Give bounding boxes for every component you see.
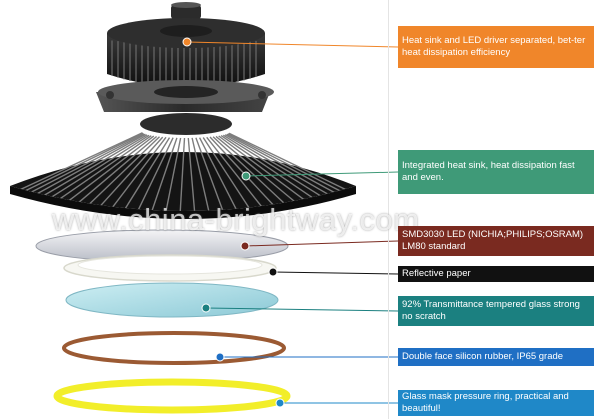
fin: [226, 133, 343, 198]
fin: [198, 137, 239, 213]
fin: [187, 137, 196, 215]
callout-text: SMD3030 LED (NICHIA;PHILIPS;OSRAM) LM80 …: [402, 229, 584, 252]
divider: [388, 0, 389, 419]
pressure-ring: [53, 378, 291, 414]
leader-dot: [240, 241, 250, 251]
leader-line: [205, 307, 399, 312]
callout-led: SMD3030 LED (NICHIA;PHILIPS;OSRAM) LM80 …: [398, 226, 594, 256]
driver-heat-sink: [107, 2, 265, 88]
fin: [224, 134, 337, 200]
fin: [150, 137, 178, 214]
leader-line: [272, 271, 399, 275]
reflective-paper-ring: [63, 254, 277, 282]
fin: [44, 134, 150, 202]
fin: [227, 133, 348, 195]
leader-lines: [182, 37, 399, 408]
fin: [218, 135, 312, 206]
fin: [84, 136, 160, 209]
fin: [37, 134, 148, 200]
callout-integrated-heat-sink: Integrated heat sink, heat dissipation f…: [398, 150, 594, 194]
fin: [73, 135, 158, 208]
fin: [53, 135, 152, 204]
callout-text: Reflective paper: [402, 268, 471, 279]
leader-dot: [201, 303, 211, 313]
fin: [179, 137, 186, 215]
fin: [206, 136, 266, 212]
fin: [19, 132, 143, 191]
fin: [136, 137, 174, 214]
callout-text: 92% Transmittance tempered glass strong …: [402, 299, 580, 322]
tempered-glass: [65, 282, 279, 318]
callout-tempered-glass: 92% Transmittance tempered glass strong …: [398, 296, 594, 326]
fin: [191, 137, 211, 214]
fin: [31, 133, 146, 198]
leader-line: [186, 41, 399, 48]
leader-dot: [182, 37, 192, 47]
callout-pressure-ring: Glass mask pressure ring, practical and …: [398, 390, 594, 416]
callout-text: Glass mask pressure ring, practical and …: [402, 391, 569, 414]
fin: [21, 132, 144, 193]
fin: [122, 137, 171, 213]
fin: [25, 133, 145, 196]
leader-dot: [275, 398, 285, 408]
fin: [222, 134, 329, 202]
leader-dot: [268, 267, 278, 277]
callout-text: Integrated heat sink, heat dissipation f…: [402, 160, 575, 183]
callout-text: Heat sink and LED driver separated, bet-…: [402, 35, 586, 58]
fin: [215, 135, 302, 208]
integrated-heat-sink: [10, 113, 356, 219]
callout-text: Double face silicon rubber, IP65 grade: [402, 351, 564, 362]
watermark-text: www.china-brightway.com: [52, 202, 420, 237]
fin: [109, 136, 167, 212]
fin: [202, 137, 253, 213]
fin: [62, 135, 155, 206]
silicon-rubber-gasket: [62, 331, 286, 365]
callout-reflective-paper: Reflective paper: [398, 266, 594, 282]
fin: [220, 135, 321, 204]
callout-silicon-rubber: Double face silicon rubber, IP65 grade: [398, 348, 594, 366]
leader-dot: [215, 352, 225, 362]
fin: [195, 137, 225, 214]
fin: [228, 132, 351, 193]
callout-heat-sink-driver: Heat sink and LED driver separated, bet-…: [398, 26, 594, 68]
leader-line: [244, 240, 399, 247]
leader-line: [245, 171, 399, 177]
fin: [164, 137, 182, 214]
mounting-plate: [96, 80, 274, 112]
fin: [96, 136, 164, 211]
fin: [212, 136, 290, 209]
leader-dot: [241, 171, 251, 181]
